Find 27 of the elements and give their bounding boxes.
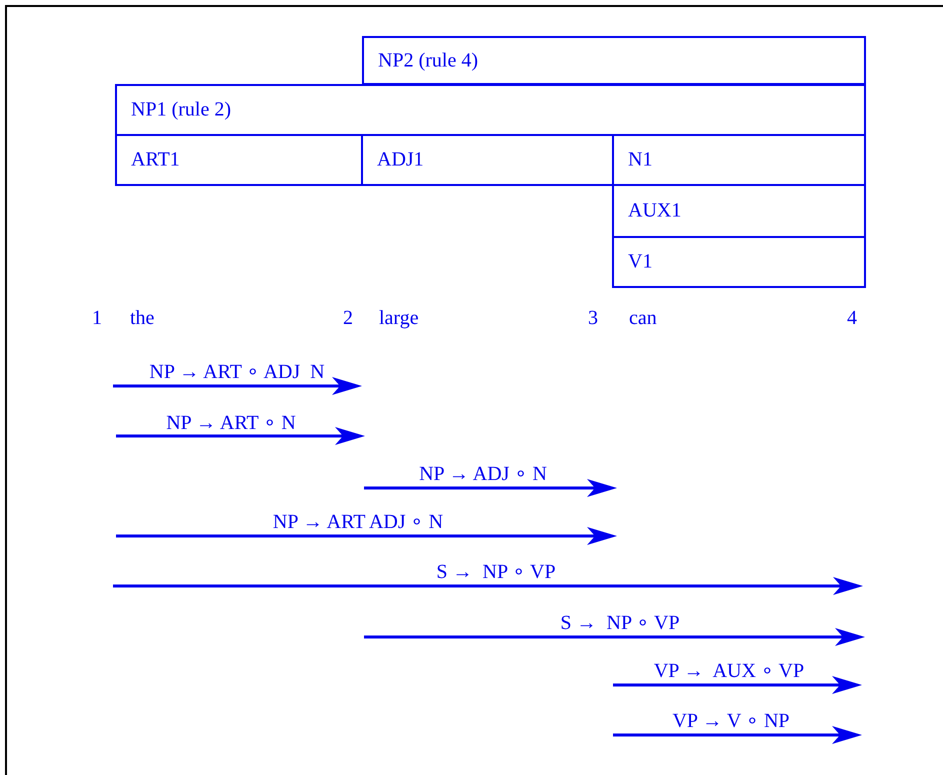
word-label: the <box>130 307 154 329</box>
chart-box <box>115 84 866 136</box>
position-number: 3 <box>588 307 598 329</box>
constituent-label: V1 <box>628 250 652 274</box>
chart-box <box>115 134 363 186</box>
constituent-label: N1 <box>628 148 652 172</box>
rule-label: NP → ART ∘ N <box>166 412 296 434</box>
rule-label: NP → ADJ ∘ N <box>419 463 547 485</box>
chart-box <box>612 184 866 238</box>
rule-label: S → NP ∘ VP <box>560 612 680 634</box>
rule-label: NP → ART ADJ ∘ N <box>272 511 444 533</box>
position-number: 1 <box>92 307 102 329</box>
chart-box <box>362 36 866 85</box>
position-number: 2 <box>343 307 353 329</box>
constituent-label: ART1 <box>131 148 180 172</box>
word-label: can <box>629 307 657 329</box>
constituent-label: NP2 (rule 4) <box>378 49 478 72</box>
constituent-label: ADJ1 <box>377 148 424 172</box>
chart-box <box>612 236 866 288</box>
rule-label: S → NP ∘ VP <box>436 561 556 583</box>
constituent-label: AUX1 <box>628 200 682 222</box>
rule-label: VP → V ∘ NP <box>672 710 790 732</box>
rule-label: VP → AUX ∘ VP <box>654 660 804 682</box>
word-label: large <box>379 307 419 329</box>
rule-label: NP → ART ∘ ADJ N <box>149 361 325 383</box>
position-number: 4 <box>847 307 857 329</box>
constituent-label: NP1 (rule 2) <box>131 98 231 122</box>
